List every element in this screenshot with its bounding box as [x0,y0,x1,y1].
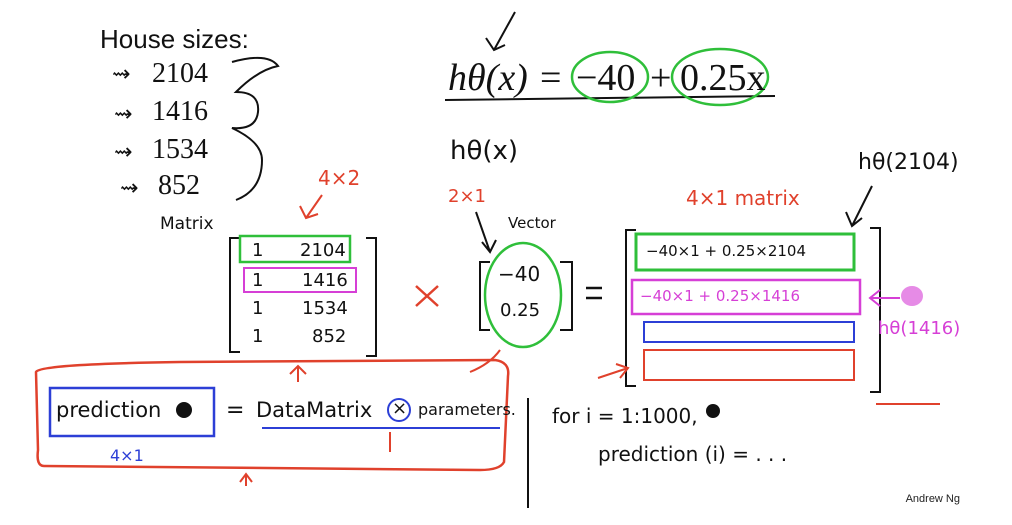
matrix-cell: 852 [312,326,347,347]
arrow-icon: ⇝ [114,102,133,127]
result-row: −40×1 + 0.25×2104 [646,242,807,260]
vector-dim-label: 2×1 [448,186,486,207]
matrix-cell: 1 [252,240,264,261]
code-data-matrix: DataMatrix [256,398,373,422]
matrix-label: Matrix [160,214,214,234]
code-times: × [392,398,408,419]
house-size-3: 1534 [152,134,208,165]
result-row: −40×1 + 0.25×1416 [640,287,801,305]
h1416-label: hθ(1416) [878,318,961,339]
hypothesis-lhs: hθ(x) [448,57,528,99]
matrix-cell: 1416 [302,270,348,291]
page-title: House sizes: [100,24,249,54]
vector-cell: −40 [498,262,541,286]
vector-label: Vector [508,214,556,232]
result-dim-label: 4×1 matrix [686,186,800,210]
code-dim: 4×1 [110,446,144,465]
h2104-label: hθ(2104) [858,150,959,175]
matrix-cell: 1 [252,326,264,347]
matrix-cell: 1 [252,270,264,291]
hypothesis-plus: + [650,57,672,99]
matrix-cell: 2104 [300,240,346,261]
code-equals: = [226,398,245,423]
hypothesis-theta1-term: 0.25x [680,57,766,99]
arrow-icon: ⇝ [112,62,131,87]
loop-line-2: prediction (i) = . . . [598,442,788,466]
code-parameters: parameters. [418,400,516,419]
theta0-circle [570,50,650,104]
matrix-cell: 1 [252,298,264,319]
theta1-circle [670,47,770,107]
hypothesis-theta0: −40 [576,57,636,99]
house-size-4: 852 [158,170,200,201]
hypothesis-equals: = [540,57,562,99]
house-size-2: 1416 [152,96,208,127]
vector-cell: 0.25 [500,300,541,321]
loop-line-1: for i = 1:1000, [552,404,698,428]
house-size-1: 2104 [152,58,208,89]
arrow-icon: ⇝ [120,176,139,201]
matrix-cell: 1534 [302,298,348,319]
code-prediction: prediction [56,398,162,422]
matrix-dim-label: 4×2 [318,166,361,190]
hypothesis-handwritten: hθ(x) [450,136,519,166]
arrow-icon: ⇝ [114,140,133,165]
credit: Andrew Ng [905,493,960,505]
